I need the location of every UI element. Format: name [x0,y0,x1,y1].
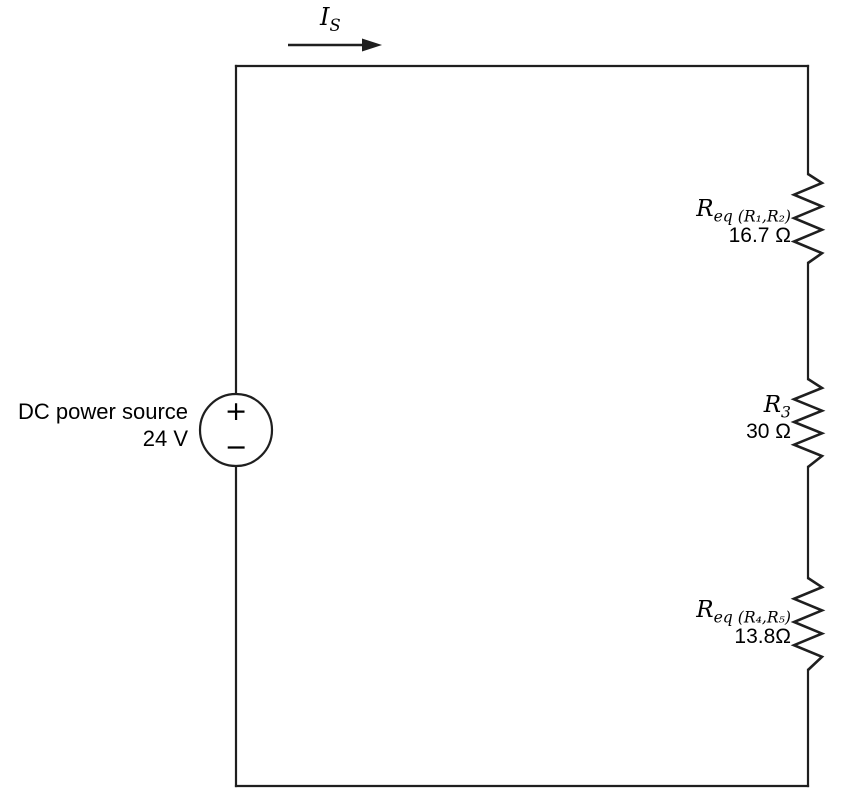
current-label: IS [320,3,341,34]
minus-symbol: − [225,432,248,463]
resistor-2-label: R3 30 Ω [746,392,791,444]
resistor-3-label: Req (R₄,R₅) 13.8Ω [696,597,791,649]
resistor-symbol-1 [790,172,826,265]
resistor-3-value: 13.8Ω [734,625,791,648]
resistor-1-base: R [696,196,714,222]
resistor-1-value: 16.7 Ω [728,224,791,247]
resistor-3-sub: eq (R₄,R₅) [713,607,791,627]
resistor-1-sub: eq (R₁,R₂) [713,206,791,226]
dc-source-name: DC power source [18,399,188,424]
current-arrow-head [362,38,382,52]
resistor-2-base: R [763,392,782,418]
current-label-sub: S [329,15,341,35]
resistor-symbol-2 [790,377,826,469]
current-label-base: I [320,3,330,31]
resistor-3-base: R [696,597,714,623]
resistor-symbol-3 [790,576,826,671]
dc-source-voltage: 24 V [142,426,188,451]
resistor-2-value: 30 Ω [746,420,791,443]
plus-symbol: + [225,396,248,427]
resistor-1-symbol-text: Req (R₁,R₂) [696,196,791,226]
resistor-3-symbol-text: Req (R₄,R₅) [696,597,791,627]
dc-source-circle [198,392,274,468]
resistor-1-label: Req (R₁,R₂) 16.7 Ω [696,196,791,248]
resistor-2-symbol-text: R3 [746,392,791,422]
dc-source-label: DC power source 24 V [18,398,188,452]
resistor-2-sub: 3 [781,402,791,422]
